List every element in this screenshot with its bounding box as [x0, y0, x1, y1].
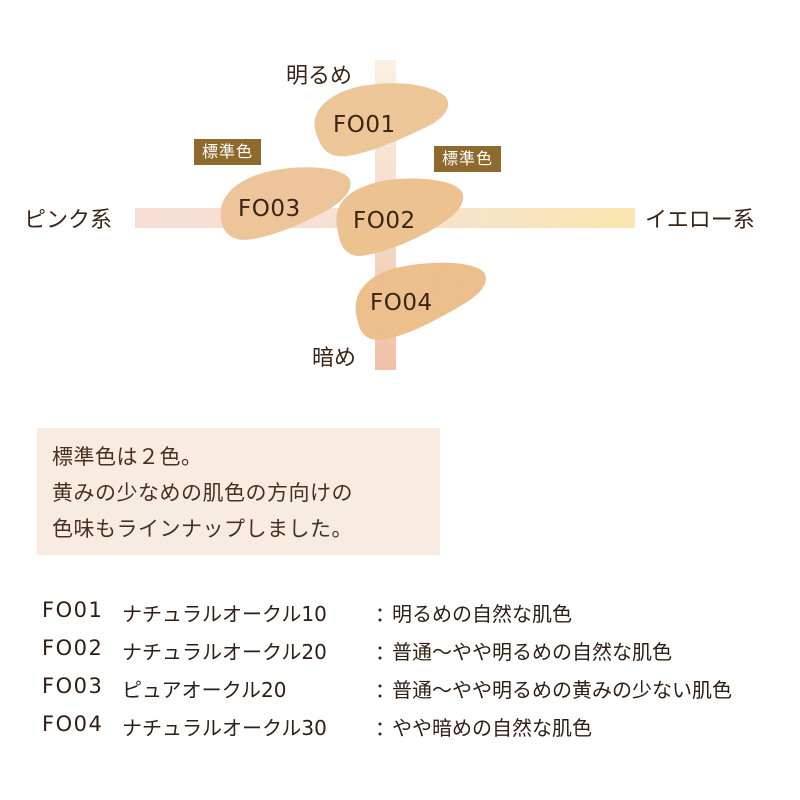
swatch-fo01-shape [314, 83, 449, 157]
axis-label-top: 明るめ [286, 64, 353, 89]
shade-map-graphic [135, 60, 635, 370]
shade-name: ピュアオークル20 [122, 678, 287, 702]
shade-description: 明るめの自然な肌色 [392, 602, 572, 626]
swatch-label-fo04: FO04 [370, 290, 433, 316]
swatch-fo02-shape [336, 178, 464, 256]
standard-color-badge-fo02: 標準色 [434, 146, 502, 172]
shade-code: FO01 [42, 598, 104, 622]
swatch-label-fo02: FO02 [353, 208, 416, 234]
shade-colon: ： [375, 678, 395, 702]
swatch-label-fo03: FO03 [238, 196, 301, 222]
axis-label-bottom: 暗め [312, 346, 357, 371]
shade-map: 明るめ 暗め ピンク系 イエロー系 標準色 標準色 FO01 FO03 FO02… [24, 60, 755, 371]
axis-label-right: イエロー系 [645, 208, 755, 233]
shade-code: FO02 [42, 636, 104, 660]
note-box: 標準色は２色。 黄みの少なめの肌色の方向けの 色味もラインナップしました。 [37, 428, 440, 555]
note-line: 標準色は２色。 [52, 445, 203, 469]
axis-label-left: ピンク系 [24, 208, 113, 233]
shade-name: ナチュラルオークル10 [122, 602, 327, 626]
shade-code: FO03 [42, 674, 104, 698]
shade-description: やや暗めの自然な肌色 [392, 716, 592, 740]
swatch-label-fo01: FO01 [333, 112, 396, 138]
shade-colon: ： [375, 640, 395, 664]
swatch-fo04-shape [355, 262, 486, 340]
shade-name: ナチュラルオークル20 [122, 640, 327, 664]
shade-description: 普通～やや明るめの自然な肌色 [392, 640, 672, 664]
shade-colon: ： [375, 602, 395, 626]
standard-color-badge-fo03: 標準色 [194, 139, 262, 165]
shade-colon: ： [375, 716, 395, 740]
shade-name: ナチュラルオークル30 [122, 716, 327, 740]
note-line: 色味もラインナップしました。 [52, 517, 353, 541]
shade-code: FO04 [42, 712, 104, 736]
swatch-fo03-shape [220, 167, 351, 240]
shade-description: 普通～やや明るめの黄みの少ない肌色 [392, 678, 732, 702]
note-line: 黄みの少なめの肌色の方向けの [52, 481, 353, 505]
